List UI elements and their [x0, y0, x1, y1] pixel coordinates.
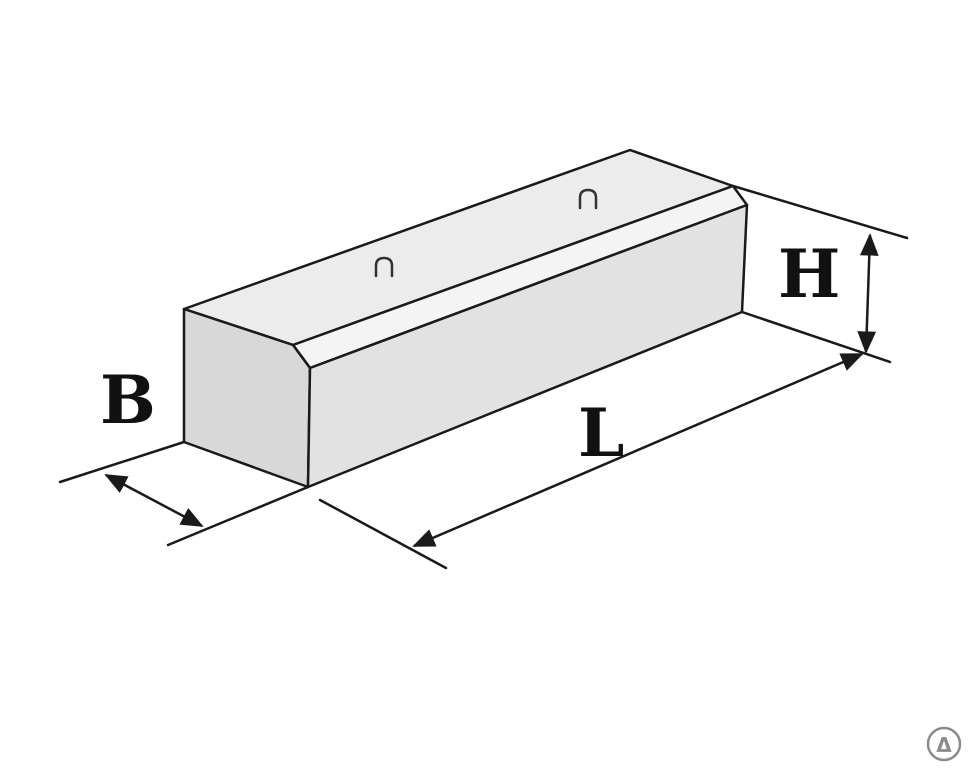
dimension-line-h — [857, 233, 879, 354]
lifting-hooks — [374, 188, 598, 278]
extension-line-h-top — [731, 184, 909, 240]
circle-logo: Δ — [926, 726, 962, 762]
logo-ring — [926, 726, 962, 762]
dimension-line-l — [412, 352, 864, 548]
logo-glyph: Δ — [936, 733, 952, 757]
lifting-hook-left — [374, 256, 394, 278]
concrete-block — [182, 148, 749, 489]
extension-line-l-left — [318, 498, 448, 570]
label-width: B — [100, 361, 156, 439]
extension-line-b-right — [166, 485, 310, 547]
lifting-hook-right — [578, 188, 598, 210]
dimension-line-b — [104, 473, 204, 528]
label-height: H — [778, 235, 840, 313]
extension-lines — [58, 184, 909, 570]
label-length: L — [578, 394, 624, 472]
dimension-lines — [104, 233, 879, 548]
extension-line-b-left — [58, 440, 186, 484]
